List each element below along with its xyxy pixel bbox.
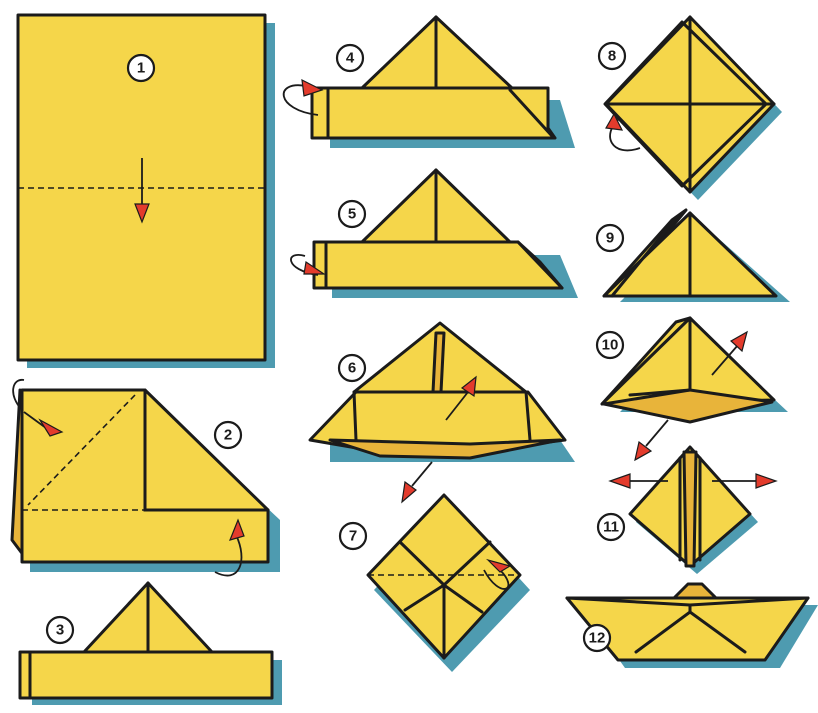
step-number: 5 bbox=[348, 206, 356, 223]
step-badge: 12 bbox=[584, 625, 610, 651]
step-4: 4 bbox=[284, 17, 575, 148]
step-badge: 9 bbox=[597, 225, 623, 251]
step-2: 2 bbox=[12, 380, 280, 576]
step-12: 12 bbox=[567, 584, 818, 668]
step-number: 3 bbox=[56, 622, 64, 639]
step-badge: 8 bbox=[599, 43, 625, 69]
step-number: 4 bbox=[346, 50, 355, 67]
step-number: 1 bbox=[137, 60, 145, 77]
step-10: 10 bbox=[597, 318, 788, 460]
step-badge: 11 bbox=[598, 514, 624, 540]
fold-arrow-icon bbox=[635, 442, 651, 460]
step-number: 8 bbox=[608, 48, 616, 65]
step-number: 6 bbox=[348, 360, 356, 377]
step-7: 7 bbox=[340, 495, 530, 672]
step-badge: 6 bbox=[339, 355, 365, 381]
step-badge: 7 bbox=[340, 523, 366, 549]
step-badge: 3 bbox=[47, 617, 73, 643]
step-number: 10 bbox=[602, 337, 619, 354]
step-number: 11 bbox=[603, 519, 619, 536]
step-number: 7 bbox=[349, 528, 357, 545]
step-badge: 4 bbox=[337, 45, 363, 71]
step-badge: 2 bbox=[215, 422, 241, 448]
step-6: 6 bbox=[310, 323, 575, 502]
fold-arrow-icon bbox=[610, 474, 630, 488]
step-badge: 10 bbox=[597, 332, 623, 358]
step-1: 1 bbox=[18, 15, 275, 368]
fold-arrow-icon bbox=[756, 474, 776, 488]
step-5: 5 bbox=[291, 170, 578, 298]
step-3: 3 bbox=[20, 583, 282, 705]
step-number: 2 bbox=[224, 427, 232, 444]
step-9: 9 bbox=[597, 210, 790, 302]
step-number: 9 bbox=[606, 230, 614, 247]
step-11: 11 bbox=[598, 447, 776, 574]
step-8: 8 bbox=[599, 17, 782, 200]
step-badge: 1 bbox=[128, 55, 154, 81]
fold-arrow-icon bbox=[731, 332, 747, 351]
step-number: 12 bbox=[589, 630, 606, 647]
step-badge: 5 bbox=[339, 201, 365, 227]
